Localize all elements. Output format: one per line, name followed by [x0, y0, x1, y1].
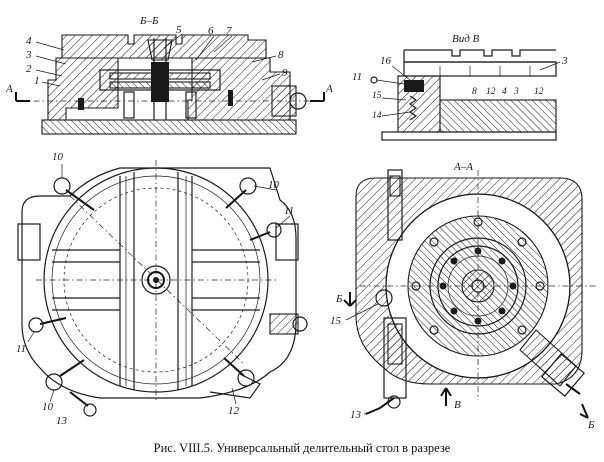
scale-4: 4	[502, 87, 507, 97]
scale-8: 8	[472, 87, 477, 97]
view-v: Вид В 16 11 15 14 3 8 12 4 3 12	[352, 33, 568, 141]
label-15-top: 15	[372, 91, 382, 101]
label-13-a: 13	[56, 415, 68, 427]
label-section-bb: Б–Б	[139, 15, 159, 27]
label-6: 6	[208, 25, 214, 37]
label-14: 14	[372, 111, 382, 121]
label-cut-a-left: А	[5, 83, 13, 95]
label-8: 8	[278, 49, 284, 61]
label-7: 7	[226, 25, 232, 37]
label-view-v: Вид В	[452, 33, 480, 45]
label-section-aa: А–А	[453, 161, 473, 173]
bearing-balls	[439, 247, 517, 325]
plan-view: 10 10 11 11 10 13 12	[16, 151, 308, 427]
label-10-a: 10	[52, 151, 64, 163]
label-11-a: 11	[284, 205, 294, 217]
label-4: 4	[26, 35, 32, 47]
label-10-b: 10	[268, 179, 280, 191]
label-cut-v: В	[454, 399, 461, 411]
label-cut-a-right: А	[325, 83, 333, 95]
label-11-b: 11	[16, 343, 26, 355]
label-9: 9	[282, 67, 288, 79]
label-15-bottom: 15	[330, 315, 342, 327]
label-5: 5	[176, 24, 182, 36]
label-11-top: 11	[352, 71, 362, 83]
figure-caption: Рис. VIII.5. Универсальный делительный с…	[154, 441, 451, 455]
clamp-handles	[28, 177, 282, 391]
label-1: 1	[34, 75, 40, 87]
scale-3: 3	[513, 87, 519, 97]
label-13-b: 13	[350, 409, 362, 421]
label-3-view: 3	[561, 55, 568, 67]
label-12-a: 12	[228, 405, 240, 417]
label-10-c: 10	[42, 401, 54, 413]
scale-12b: 12	[534, 87, 544, 97]
label-16: 16	[380, 55, 392, 67]
section-bb-view: Б–Б А А 4 3 2 1 5 6 7 8 9	[5, 15, 333, 135]
scale-12a: 12	[486, 87, 496, 97]
label-2: 2	[26, 63, 32, 75]
label-cut-b-left: Б	[335, 293, 343, 305]
label-3: 3	[25, 49, 32, 61]
section-aa-view: А–А Б Б В 15 13	[330, 161, 596, 431]
label-cut-b-right: Б	[587, 419, 595, 431]
